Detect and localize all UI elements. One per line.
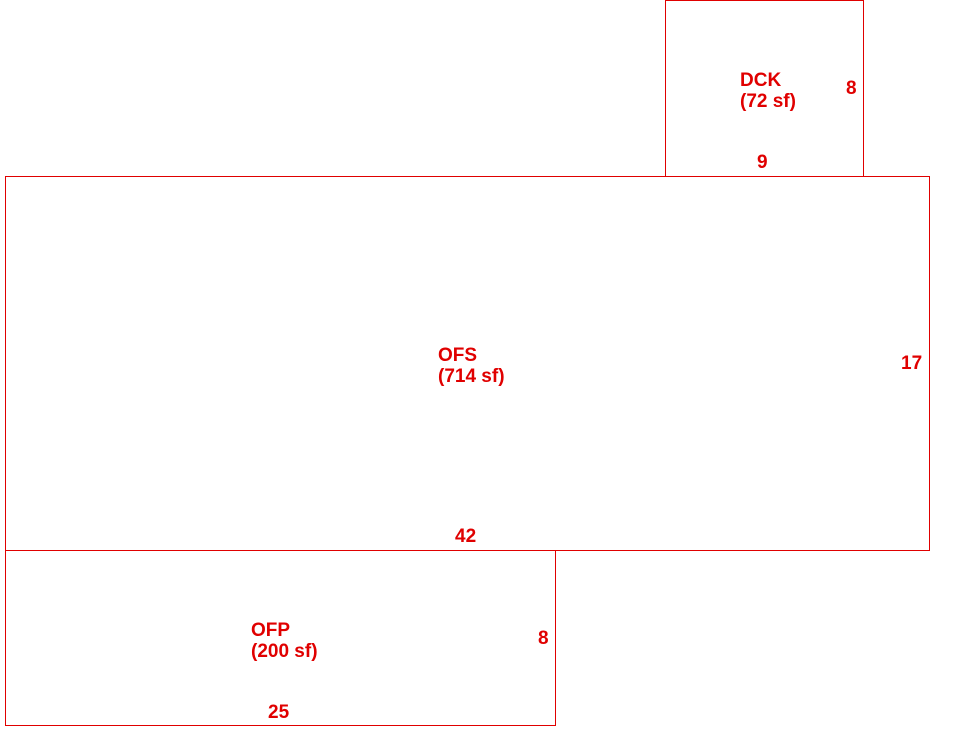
room-ofp-bottom-dimension: 25	[268, 702, 290, 723]
room-ofp-label: OFP (200 sf)	[251, 620, 318, 662]
room-dck-area: (72 sf)	[740, 91, 796, 112]
room-ofs-bottom-dimension: 42	[455, 526, 477, 547]
room-dck-label: DCK (72 sf)	[740, 70, 796, 112]
room-ofs-code: OFS	[438, 345, 478, 366]
room-ofs-side-dimension: 17	[901, 353, 923, 374]
room-dck-bottom-dimension: 9	[757, 152, 768, 173]
room-ofs-area: (714 sf)	[438, 366, 505, 387]
room-ofp-code: OFP	[251, 620, 291, 641]
room-ofp-area: (200 sf)	[251, 641, 318, 662]
room-dck-side-dimension: 8	[846, 78, 857, 99]
room-ofp-side-dimension: 8	[538, 628, 549, 649]
room-ofs-label: OFS (714 sf)	[438, 345, 505, 387]
room-ofp-outline	[5, 550, 556, 726]
room-dck-code: DCK	[740, 70, 782, 91]
